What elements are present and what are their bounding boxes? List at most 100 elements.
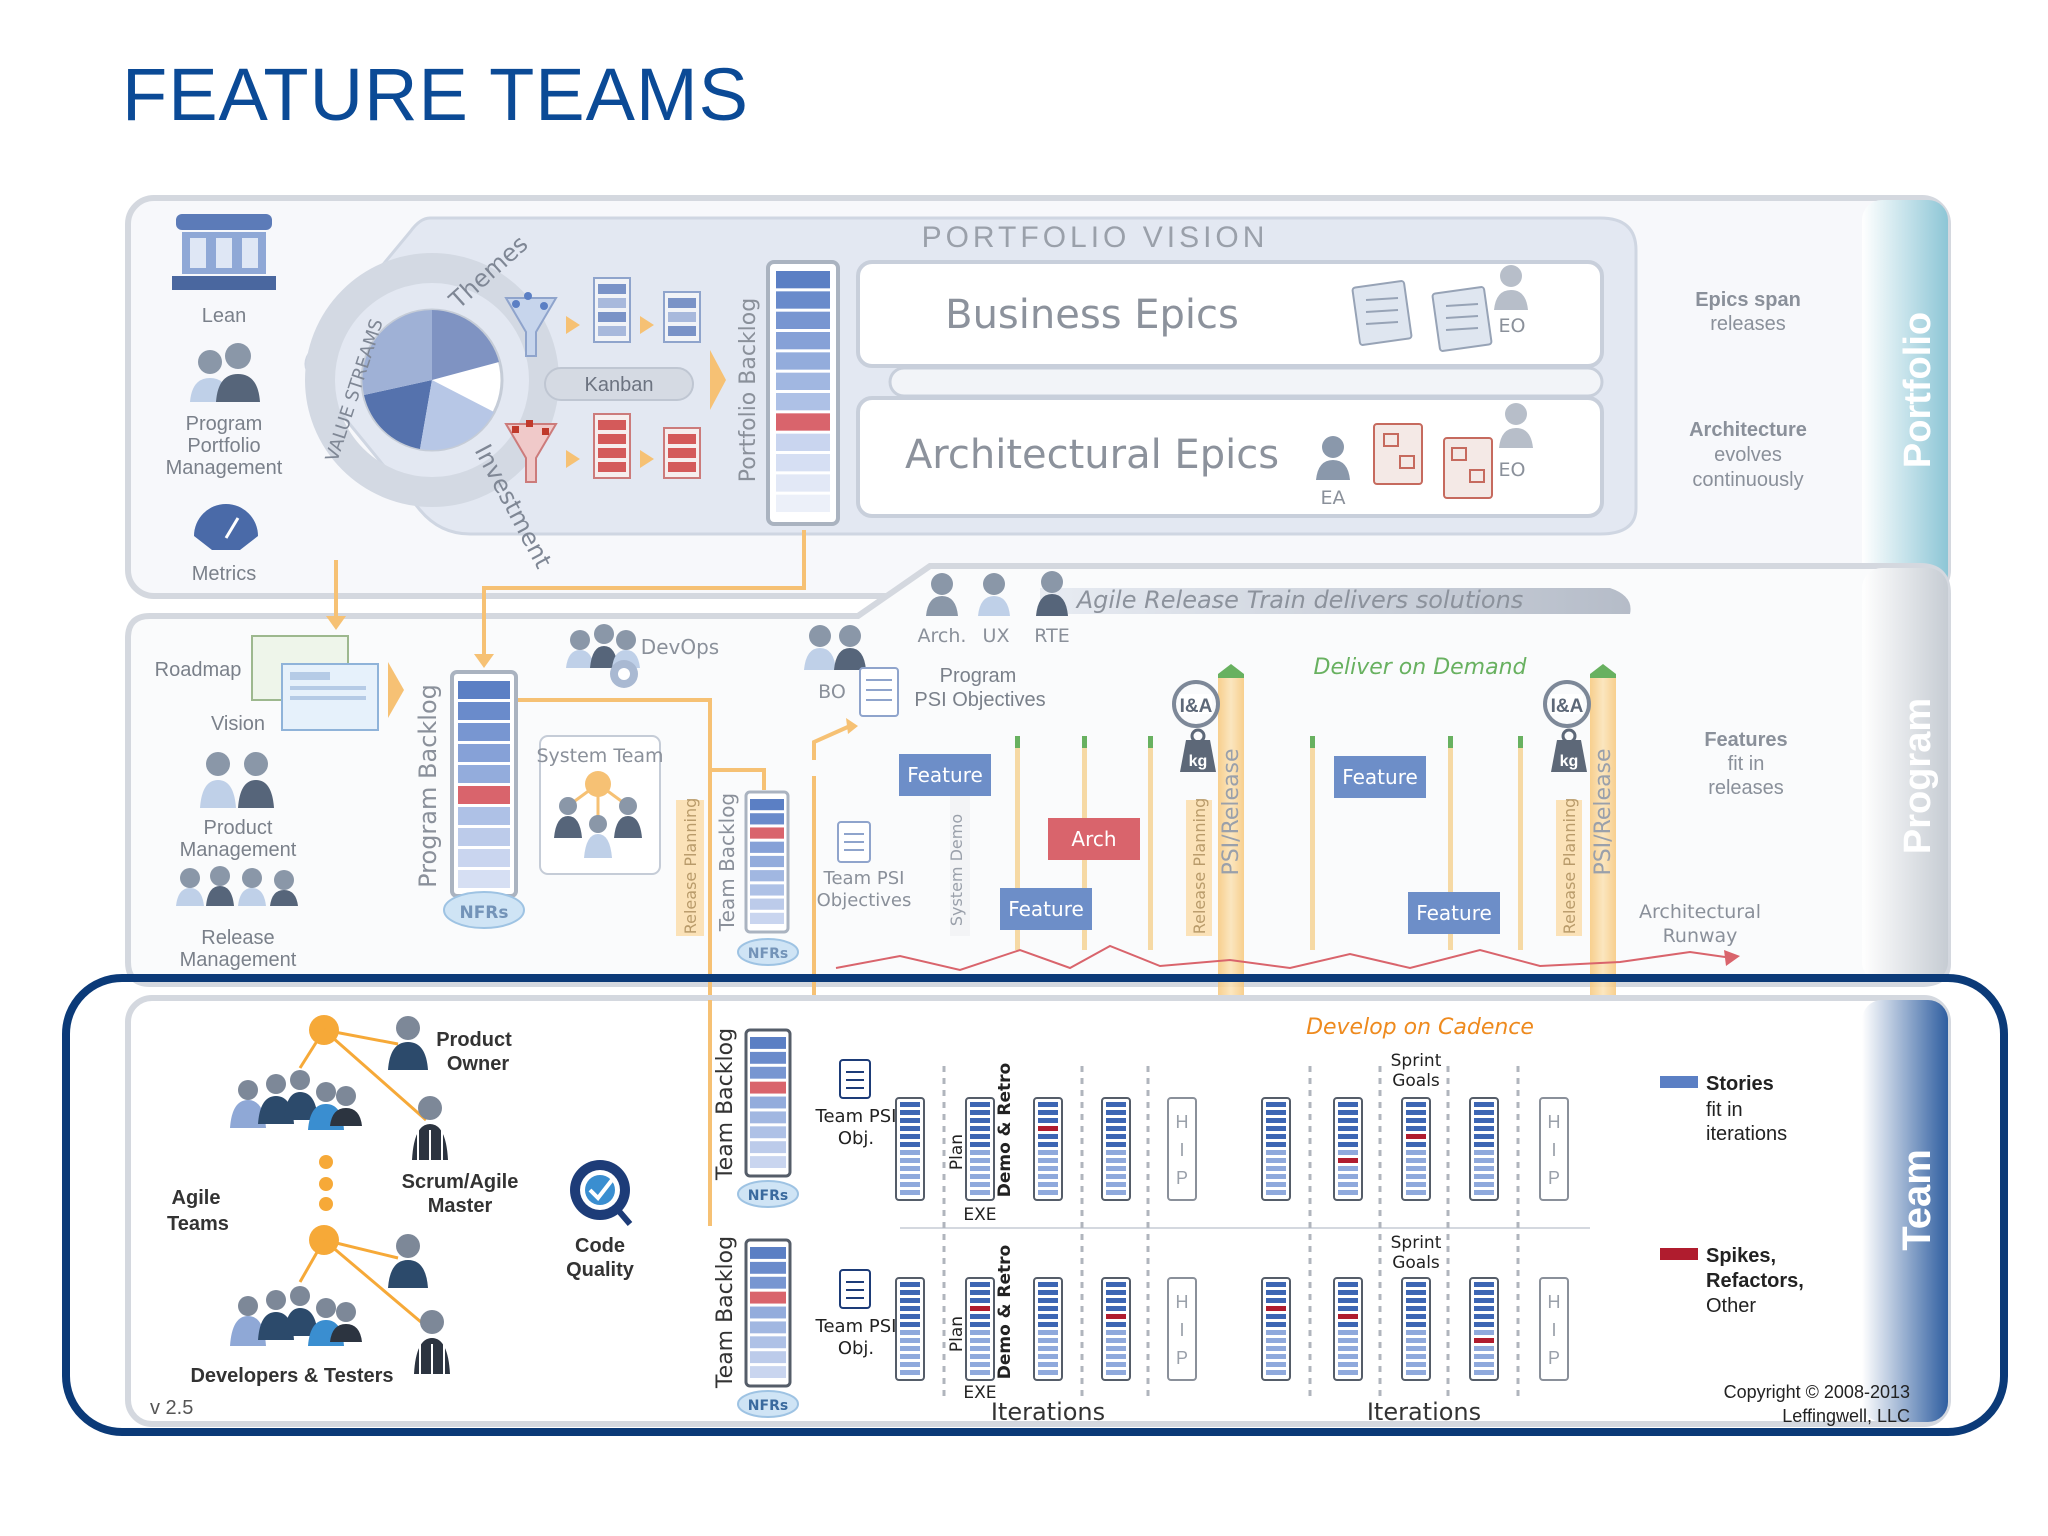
story-item xyxy=(1474,1158,1494,1163)
team-backlog-label: Team Backlog xyxy=(713,1028,738,1181)
backlog-item xyxy=(750,841,784,853)
story-item xyxy=(1338,1182,1358,1187)
story-item xyxy=(1038,1306,1058,1311)
story-item xyxy=(1338,1118,1358,1123)
backlog-item xyxy=(458,849,510,867)
story-item xyxy=(1106,1166,1126,1171)
rm-label-line2: Management xyxy=(180,949,297,971)
lean-house-icon xyxy=(172,214,276,290)
story-item xyxy=(970,1118,990,1123)
value-streams-wheel xyxy=(305,253,559,507)
story-item xyxy=(1038,1174,1058,1179)
story-item xyxy=(1038,1158,1058,1163)
arch-epic-doc-icon xyxy=(1373,423,1493,499)
story-item xyxy=(1038,1142,1058,1147)
story-item xyxy=(1338,1298,1358,1303)
sprint-goals-line2: Goals xyxy=(1392,1071,1440,1091)
story-item xyxy=(1106,1190,1126,1195)
backlog-item xyxy=(750,1066,786,1079)
eo-label: EO xyxy=(1499,315,1526,337)
exe-label: EXE xyxy=(963,1383,996,1403)
story-item xyxy=(900,1282,920,1287)
story-item xyxy=(1106,1102,1126,1107)
story-item xyxy=(1038,1314,1058,1319)
backlog-item xyxy=(458,723,510,741)
story-item xyxy=(1038,1102,1058,1107)
story-item xyxy=(1038,1126,1058,1131)
story-item xyxy=(900,1322,920,1327)
program-backlog-stack xyxy=(443,670,525,929)
role-ux: UX xyxy=(983,625,1010,647)
story-item xyxy=(1266,1190,1286,1195)
backlog-item xyxy=(750,1261,786,1274)
nfrs-label: NFRs xyxy=(748,1188,788,1204)
story-item xyxy=(1474,1182,1494,1187)
inspect-adapt-icon: I&A xyxy=(1172,680,1220,728)
story-item xyxy=(1106,1126,1126,1131)
kanban-funnel-bottom xyxy=(504,413,701,483)
story-item xyxy=(970,1322,990,1327)
code-quality-line1: Code xyxy=(575,1235,625,1257)
story-item xyxy=(900,1306,920,1311)
story-item xyxy=(970,1346,990,1351)
team-highlight-frame xyxy=(62,974,2008,1436)
story-item xyxy=(1474,1126,1494,1131)
copyright-line2: Leffingwell, LLC xyxy=(1782,1406,1910,1426)
story-item xyxy=(1338,1158,1358,1163)
story-item xyxy=(1106,1354,1126,1359)
team-side-label: Team xyxy=(1895,1149,1939,1251)
release-mgmt-people-icon xyxy=(176,866,298,906)
kanban-pill xyxy=(544,367,694,401)
architectural-runway-line xyxy=(835,944,1733,972)
story-item xyxy=(1266,1330,1286,1335)
backlog-item xyxy=(750,1291,786,1304)
backlog-item xyxy=(776,372,830,390)
copyright-line1: Copyright © 2008-2013 xyxy=(1724,1382,1910,1402)
story-item xyxy=(1266,1182,1286,1187)
story-item xyxy=(970,1150,990,1155)
backlog-item xyxy=(458,765,510,783)
metrics-label: Metrics xyxy=(192,563,256,585)
story-item xyxy=(1474,1290,1494,1295)
role-arch: Arch. xyxy=(918,625,967,647)
story-item xyxy=(1338,1338,1358,1343)
story-item xyxy=(970,1182,990,1187)
arch-note-line1: Architecture xyxy=(1689,419,1807,441)
sprint-goals-line1: Sprint xyxy=(1391,1051,1442,1071)
story-item xyxy=(1266,1126,1286,1131)
story-item xyxy=(1038,1190,1058,1195)
story-item xyxy=(1338,1166,1358,1171)
story-item xyxy=(970,1158,990,1163)
release-train-banner xyxy=(1040,588,1631,614)
backlog-item xyxy=(750,1351,786,1364)
story-item xyxy=(1406,1134,1426,1139)
story-item xyxy=(1038,1298,1058,1303)
iteration-pole-cap xyxy=(1448,736,1453,748)
story-item xyxy=(1338,1354,1358,1359)
backlog-item xyxy=(750,827,784,839)
ppm-people-icon xyxy=(190,343,260,402)
story-item xyxy=(1266,1306,1286,1311)
kanban-funnel-top xyxy=(504,277,701,357)
system-team-label: System Team xyxy=(536,745,663,767)
story-item xyxy=(1406,1346,1426,1351)
story-item xyxy=(1266,1298,1286,1303)
story-item xyxy=(900,1110,920,1115)
hip-letter: P xyxy=(1176,1348,1188,1368)
team-psi-doc-icon xyxy=(837,821,871,863)
story-item xyxy=(1106,1298,1126,1303)
iteration-pole xyxy=(1015,740,1020,950)
agile-teams-line2: Teams xyxy=(167,1213,229,1235)
story-item xyxy=(1406,1102,1426,1107)
story-item xyxy=(1106,1314,1126,1319)
story-item xyxy=(900,1290,920,1295)
story-item xyxy=(1474,1298,1494,1303)
architectural-epics-label: Architectural Epics xyxy=(905,432,1279,478)
arrow-icon xyxy=(474,654,494,668)
hip-letter: P xyxy=(1548,1348,1560,1368)
hip-letter: P xyxy=(1548,1168,1560,1188)
nfrs-label: NFRs xyxy=(748,1398,788,1414)
story-item xyxy=(1266,1314,1286,1319)
program-team-backlog-stack xyxy=(737,790,799,966)
story-item xyxy=(1406,1306,1426,1311)
